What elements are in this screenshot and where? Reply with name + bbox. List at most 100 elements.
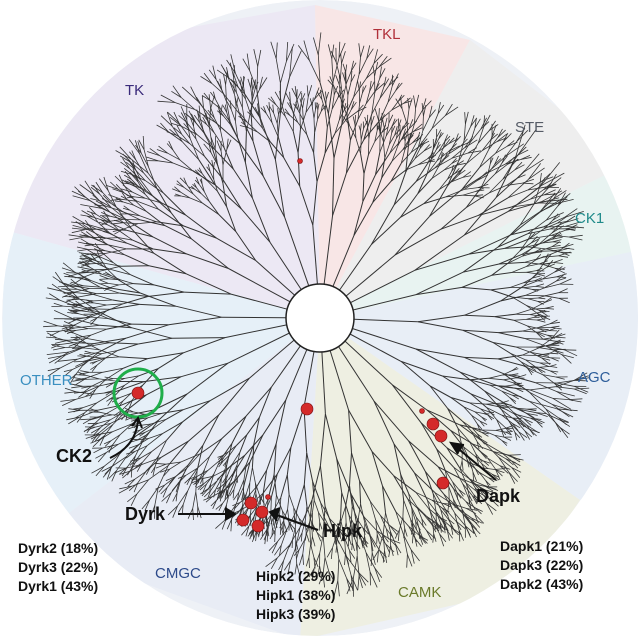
tree-branch (239, 496, 249, 503)
tree-branch (551, 236, 563, 240)
tree-branch (463, 406, 476, 413)
tree-branch (481, 463, 489, 470)
tree-branch (539, 177, 546, 188)
tree-branch (152, 195, 172, 214)
tree-branch (349, 333, 402, 362)
tree-branch (524, 430, 531, 440)
tree-branch (65, 296, 78, 303)
tree-branch (448, 486, 454, 500)
tree-branch (236, 464, 238, 475)
tree-branch (466, 192, 490, 208)
tree-branch (132, 191, 146, 199)
tree-branch (210, 137, 216, 149)
tree-branch (89, 360, 98, 364)
tree-branch (147, 151, 160, 156)
tree-branch (472, 495, 478, 505)
tree-branch (514, 129, 537, 160)
tree-branch (297, 152, 301, 187)
tree-branch (349, 452, 352, 486)
tree-branch (551, 339, 561, 345)
tree-branch (352, 555, 358, 579)
tree-branch (180, 464, 189, 482)
tree-branch (415, 517, 420, 530)
tree-branch (217, 455, 223, 458)
tree-branch (342, 116, 350, 126)
tree-branch (92, 293, 113, 301)
tree-branch (442, 375, 471, 395)
tree-branch (258, 114, 263, 129)
tree-branch (393, 181, 417, 206)
tree-branch (208, 69, 217, 80)
tree-branch (408, 133, 411, 141)
tree-branch (208, 94, 211, 109)
tree-branch (83, 234, 95, 239)
tree-branch (79, 261, 91, 265)
tree-branch (106, 444, 114, 450)
tree-branch (260, 529, 267, 540)
tree-branch (308, 557, 310, 569)
tree-branch (343, 522, 347, 534)
tree-branch (57, 325, 75, 329)
tree-branch (530, 366, 538, 369)
tree-branch (233, 492, 240, 501)
tree-branch (202, 202, 220, 215)
tree-branch (317, 54, 321, 83)
tree-branch (141, 499, 150, 510)
tree-branch (96, 357, 106, 362)
tree-branch (319, 465, 326, 507)
tree-branch (280, 560, 284, 573)
tree-branch (68, 319, 77, 324)
tree-branch (458, 140, 465, 162)
tree-branch (98, 255, 114, 263)
tree-branch (99, 275, 109, 280)
tree-branch (222, 461, 227, 467)
tree-branch (501, 414, 513, 419)
tree-branch (535, 255, 545, 261)
tree-branch (464, 187, 479, 190)
tree-branch (284, 216, 310, 287)
tree-branch (72, 318, 100, 326)
tree-branch (522, 330, 538, 333)
tree-branch (126, 455, 136, 468)
tree-branch (547, 177, 562, 189)
tree-branch (108, 444, 114, 453)
tree-branch (81, 310, 95, 313)
tree-branch (450, 524, 454, 535)
tree-branch (469, 402, 487, 405)
tree-branch (405, 164, 419, 171)
tree-branch (241, 525, 250, 536)
tree-branch (400, 149, 406, 164)
tree-branch (119, 423, 133, 435)
tree-branch (515, 384, 524, 386)
tree-branch (316, 152, 326, 182)
tree-branch (183, 177, 188, 185)
tree-branch (317, 111, 322, 120)
tree-branch (92, 194, 100, 201)
tree-branch (341, 96, 355, 124)
tree-branch (190, 185, 196, 190)
tree-branch (464, 139, 478, 148)
tree-branch (358, 81, 361, 91)
tree-branch (490, 287, 511, 291)
tree-branch (225, 70, 228, 85)
tree-branch (565, 226, 579, 230)
tree-branch (189, 197, 203, 204)
tree-branch (114, 467, 127, 474)
tree-branch (411, 509, 413, 524)
tree-branch (309, 60, 321, 83)
tree-branch (99, 411, 113, 416)
tree-branch (490, 289, 513, 298)
tree-branch (292, 527, 296, 540)
tree-branch (443, 152, 448, 160)
tree-branch (79, 271, 99, 274)
tree-branch (122, 184, 133, 193)
tree-branch (311, 522, 318, 533)
tree-branch (72, 363, 84, 370)
tree-branch (198, 159, 216, 186)
tree-branch (411, 509, 416, 522)
tree-branch (152, 236, 187, 255)
tree-branch (333, 86, 342, 100)
tree-branch (291, 88, 297, 98)
tree-branch (109, 342, 139, 345)
tree-branch (259, 77, 268, 90)
